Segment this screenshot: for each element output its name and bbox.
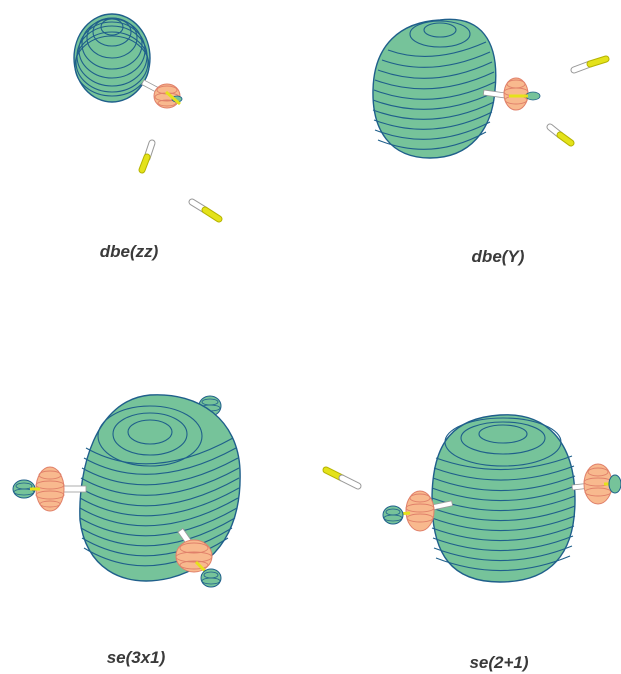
panel-se-3x1 [12,394,241,588]
ligand-rod [188,198,223,223]
ligand-rod [546,123,575,147]
caption-se-2-plus-1: se(2+1) [469,653,529,672]
peach-atom [35,466,65,512]
ligand-rod [322,466,362,490]
caption-dbe-zz: dbe(zz) [99,242,159,261]
ligand-rod [138,139,156,174]
small-lobe [382,505,404,525]
caption-dbe-y: dbe(Y) [471,247,525,266]
large-lobe [73,13,151,103]
small-lobe [608,474,621,494]
peach-atom [175,539,213,573]
ligand-rod [570,55,610,74]
large-lobe [372,18,497,159]
large-lobe [79,394,241,582]
caption-se-3x1: se(3x1) [106,648,166,667]
panel-dbe-zz [73,13,223,223]
panel-dbe-y [372,18,610,159]
panel-se-2-plus-1 [382,414,621,583]
peach-atom [503,77,529,111]
peach-atom [583,463,613,505]
small-lobe [12,479,36,499]
large-lobe [431,414,576,583]
peach-atom [405,490,435,532]
small-lobe [200,568,222,588]
